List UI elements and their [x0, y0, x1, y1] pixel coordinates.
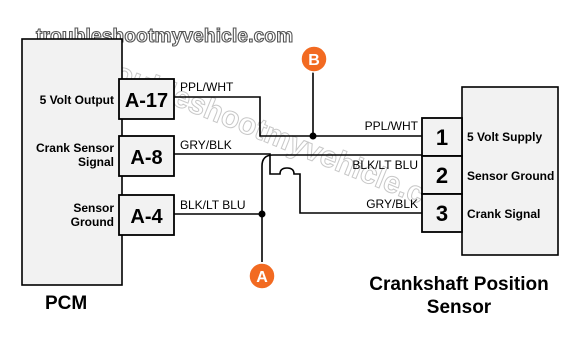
sensor-pin-3-box: [421, 193, 463, 233]
sensor-pin-1-box: [421, 117, 463, 157]
wire-ppl-wht: [174, 96, 422, 137]
pcm-title: PCM: [45, 293, 87, 314]
sensor-function-label-2: Sensor Ground: [467, 169, 554, 183]
wire-blk-lt-blu: [174, 154, 422, 215]
wire-gry-blk: [174, 153, 422, 214]
marker-a-circle: [248, 262, 276, 290]
pcm-function-label-3b: Ground: [71, 215, 114, 229]
pcm-pin-a8-label: A-8: [130, 147, 162, 169]
pcm-function-label-3a: Sensor: [73, 201, 114, 215]
sensor-box: [461, 86, 559, 256]
wire-label-sensor-2: BLK/LT BLU: [352, 158, 418, 172]
sensor-title-line-2: Sensor: [427, 297, 492, 318]
pcm-pin-a4-label: A-4: [130, 206, 163, 228]
pcm-pin-a17-label: A-17: [125, 90, 168, 112]
sensor-title-line-1: Crankshaft Position: [369, 274, 548, 295]
pcm-pin-a17-box: [118, 78, 175, 120]
test-point-b-dot: [309, 132, 317, 140]
test-point-a-dot: [258, 210, 266, 218]
wire-label-sensor-3: GRY/BLK: [366, 197, 418, 211]
pcm-function-label-2a: Crank Sensor: [36, 141, 114, 155]
sensor-pin-1-label: 1: [436, 125, 448, 150]
sensor-function-label-3: Crank Signal: [467, 207, 540, 221]
wire-label-a4: BLK/LT BLU: [180, 198, 246, 212]
pcm-function-label-1: 5 Volt Output: [40, 93, 114, 107]
marker-b-circle: [300, 45, 328, 73]
pcm-pin-a8-box: [118, 135, 175, 177]
pcm-box: [21, 38, 123, 286]
pcm-function-label-2b: Signal: [78, 155, 114, 169]
wire-label-a8: GRY/BLK: [180, 138, 232, 152]
marker-a-label: A: [256, 269, 268, 286]
wire-label-sensor-1: PPL/WHT: [365, 119, 419, 133]
wire-label-a17: PPL/WHT: [180, 80, 234, 94]
marker-b-label: B: [308, 52, 320, 69]
sensor-function-label-1: 5 Volt Supply: [467, 130, 542, 144]
sensor-pin-2-label: 2: [436, 163, 448, 188]
sensor-pin-3-label: 3: [436, 201, 448, 226]
pcm-pin-a4-box: [118, 194, 175, 236]
